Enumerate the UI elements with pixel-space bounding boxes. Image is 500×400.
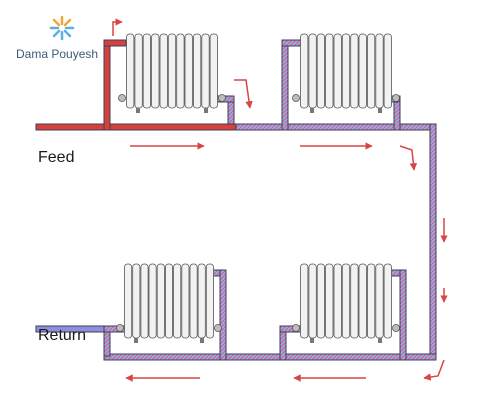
radiator-foot <box>134 338 138 343</box>
radiator-fin <box>164 263 173 339</box>
radiator-fin <box>300 33 309 109</box>
radiator-fin <box>358 263 367 339</box>
radiator-fin <box>201 33 210 109</box>
radiator-foot <box>310 338 314 343</box>
valve-icon <box>116 324 124 332</box>
radiator-fin <box>358 33 367 109</box>
radiator-fin <box>308 33 317 109</box>
radiator-fin <box>124 263 133 339</box>
radiator-fin <box>300 263 309 339</box>
radiator-fin <box>341 263 351 339</box>
radiator-fin <box>159 33 168 109</box>
radiator-bottom-right <box>292 263 400 343</box>
radiator-fin <box>142 33 151 109</box>
radiator-fin <box>132 263 141 339</box>
radiator-bottom-left <box>116 263 222 343</box>
radiator-fin <box>151 33 160 109</box>
radiator-fin <box>197 263 206 339</box>
radiator-fin <box>167 33 177 109</box>
arrow-corner-left <box>423 359 445 381</box>
radiator-foot <box>378 338 382 343</box>
radiator-fin <box>189 263 198 339</box>
feed-pipe <box>35 39 237 131</box>
radiator-fin <box>134 33 143 109</box>
radiator-foot <box>204 108 208 113</box>
radiator-fin <box>375 263 384 339</box>
radiator-top-left <box>118 33 226 113</box>
radiator-fin <box>350 263 359 339</box>
radiator-fin <box>140 263 149 339</box>
arrow-corner-down <box>399 145 418 171</box>
feed-label: Feed <box>38 149 74 166</box>
radiator-fin <box>383 33 392 109</box>
return-label: Return <box>38 327 86 344</box>
radiator-fin <box>325 263 334 339</box>
arrow-feed-up <box>112 18 123 36</box>
arrow-radiator-out <box>234 79 253 109</box>
radiator-foot <box>310 108 314 113</box>
radiator-fin <box>333 33 342 109</box>
radiator-fin <box>333 263 342 339</box>
logo-text: Dama Pouyesh <box>16 47 98 61</box>
valve-icon <box>392 324 400 332</box>
radiator-fin <box>383 263 392 339</box>
radiator-fin <box>366 33 376 109</box>
radiator-fin <box>184 33 193 109</box>
radiator-foot <box>378 108 382 113</box>
radiator-top-right <box>292 33 400 113</box>
valve-icon <box>214 324 222 332</box>
radiator-fin <box>316 33 326 109</box>
radiator-foot <box>136 108 140 113</box>
radiator-fin <box>341 33 351 109</box>
valve-icon <box>392 94 400 102</box>
radiator-fin <box>173 263 182 339</box>
radiator-fin <box>308 263 317 339</box>
radiator-fin <box>316 263 326 339</box>
radiator-fin <box>350 33 359 109</box>
valve-icon <box>292 94 300 102</box>
radiator-fin <box>148 263 157 339</box>
valve-icon <box>292 324 300 332</box>
radiator-fin <box>375 33 384 109</box>
radiator-fin <box>192 33 202 109</box>
radiator-fin <box>209 33 218 109</box>
radiator-fin <box>181 263 190 339</box>
radiator-fin <box>126 33 135 109</box>
radiator-fin <box>366 263 376 339</box>
radiator-fin <box>325 33 334 109</box>
valve-icon <box>118 94 126 102</box>
radiator-foot <box>200 338 204 343</box>
radiator-fin <box>176 33 185 109</box>
flow-arrows <box>112 18 448 382</box>
radiator-fin <box>205 263 214 339</box>
logo: Dama Pouyesh <box>16 15 98 61</box>
radiator-fin <box>156 263 165 339</box>
sunburst-logo-icon <box>49 15 75 41</box>
valve-icon <box>218 94 226 102</box>
